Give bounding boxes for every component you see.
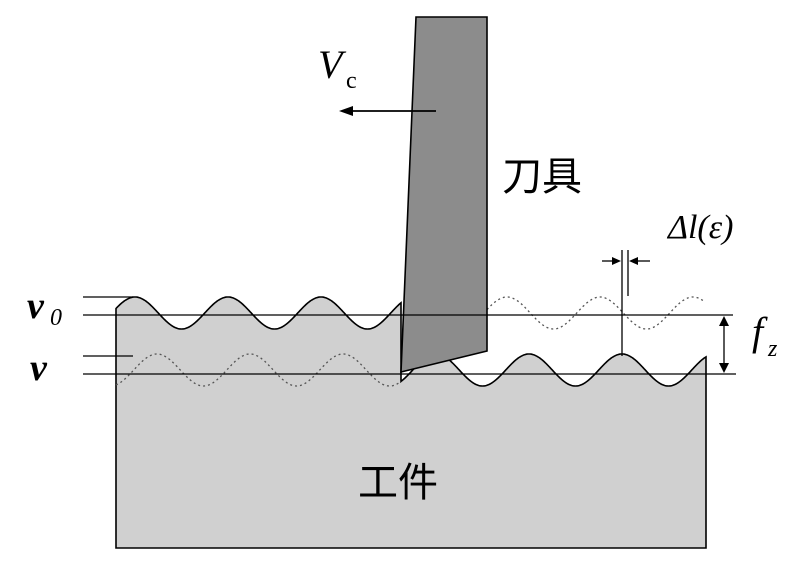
v0-subscript: 0 [50, 305, 62, 331]
fz-arrowhead-top [719, 316, 729, 326]
v0-label: v [27, 285, 45, 327]
workpiece-label: 工件 [358, 460, 438, 506]
cutting-speed-arrow-head [339, 106, 353, 116]
delta-arrowhead-left [612, 257, 621, 265]
delta-arrowhead-right [629, 257, 638, 265]
v-label: v [30, 347, 48, 389]
workpiece-body [115, 296, 707, 549]
surface-wave-upper-dotted [486, 296, 706, 330]
tool-label: 刀具 [502, 154, 582, 200]
fz-subscript: z [767, 336, 778, 362]
surface-wave-lower-dotted [115, 353, 402, 387]
delta-label: Δl(ε) [666, 209, 733, 246]
fz-arrowhead-bottom [719, 363, 729, 373]
cutting-speed-label: V [318, 42, 347, 87]
cutting-speed-subscript: c [346, 68, 357, 94]
fz-label: f [752, 309, 768, 354]
cutting-tool [400, 16, 488, 374]
